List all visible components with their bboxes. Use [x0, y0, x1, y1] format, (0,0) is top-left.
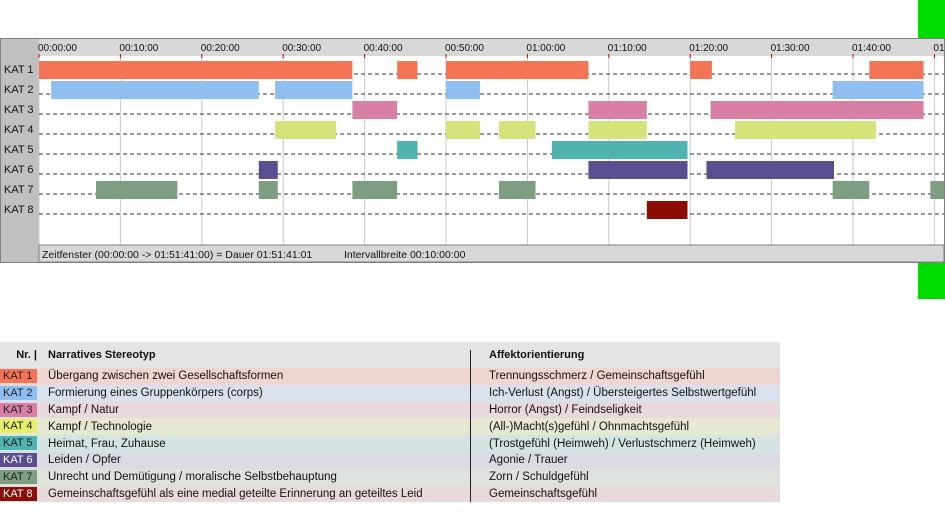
- legend-row: KAT 1 Übergang zwischen zwei Gesellschaft…: [0, 368, 780, 385]
- legend-swatch: KAT 8: [0, 486, 37, 501]
- track-label: KAT 7: [4, 184, 34, 196]
- track-segment[interactable]: [258, 181, 278, 199]
- track-segment[interactable]: [95, 181, 178, 199]
- legend-stereotyp: Kampf / Technologie: [48, 420, 152, 433]
- tick-label: 00:50:00: [445, 43, 484, 54]
- track-segment[interactable]: [588, 121, 647, 139]
- legend-stereotyp: Übergang zwischen zwei Gesellschaftsform…: [48, 370, 284, 383]
- legend-stereotyp: Leiden / Opfer: [48, 454, 121, 467]
- track-segment[interactable]: [706, 161, 835, 179]
- legend-swatch: KAT 6: [0, 452, 37, 467]
- legend-affekt: (All-)Macht(s)gefühl / Ohnmachtsgefühl: [489, 420, 690, 433]
- tick-label: 01:40:00: [852, 43, 891, 54]
- legend-row: KAT 6 Leiden / Opfer Agonie / Trauer: [0, 451, 780, 469]
- legend-rows: KAT 1 Übergang zwischen zwei Gesellschaft…: [0, 368, 780, 503]
- track-segment[interactable]: [588, 101, 647, 119]
- legend-stereotyp: Heimat, Frau, Zuhause: [48, 437, 166, 450]
- legend-swatch: KAT 7: [0, 469, 37, 484]
- legend-row: KAT 3 Kampf / Natur Horror (Angst) / Feind…: [0, 401, 780, 419]
- tick-label: 00:10:00: [119, 43, 158, 54]
- legend-stereotyp: Gemeinschaftsgefühl als eine medial gete…: [48, 487, 423, 500]
- column-divider: [470, 350, 471, 502]
- timeline-panel[interactable]: 00:00:00 00:10:00 00:20:00 00:30:00 00:40:00…: [0, 38, 945, 263]
- track-segment[interactable]: [352, 101, 398, 119]
- legend-swatch: KAT 1: [0, 369, 37, 383]
- track-segment[interactable]: [446, 81, 480, 99]
- legend-header-nr: Nr. |: [16, 349, 37, 361]
- legend-row: KAT 4 Kampf / Technologie (All-)Macht(s)ge…: [0, 418, 780, 436]
- track-segment[interactable]: [352, 181, 398, 199]
- legend-swatch: KAT 4: [0, 419, 37, 434]
- track-segment[interactable]: [734, 121, 877, 139]
- track-label: KAT 2: [4, 84, 34, 96]
- track-label: KAT 3: [4, 104, 34, 116]
- legend-affekt: (Trostgefühl (Heimweh) / Verlustschmerz …: [489, 437, 756, 450]
- legend-row: KAT 7 Unrecht und Demütigung / moralische…: [0, 468, 780, 486]
- legend-header-affekt: Affektorientierung: [489, 349, 585, 361]
- timeline-chart[interactable]: 00:00:00 00:10:00 00:20:00 00:30:00 00:40:00…: [1, 39, 945, 263]
- tick-label: 00:20:00: [201, 43, 240, 54]
- track-segment[interactable]: [690, 61, 712, 79]
- track-segment[interactable]: [710, 101, 924, 119]
- legend-row: KAT 8 Gemeinschaftsgefühl als eine medial…: [0, 485, 780, 503]
- track-label: KAT 6: [4, 164, 34, 176]
- track-segment[interactable]: [275, 81, 353, 99]
- track-label: KAT 5: [4, 144, 34, 156]
- track-label: KAT 8: [4, 204, 34, 216]
- tick-label: 01:30:00: [771, 43, 810, 54]
- track-label: KAT 4: [4, 124, 34, 136]
- track-label: KAT 1: [4, 64, 34, 76]
- legend-affekt: Ich-Verlust (Angst) / Übersteigertes Sel…: [489, 387, 757, 400]
- track-segment[interactable]: [397, 61, 418, 79]
- track-segment[interactable]: [498, 121, 536, 139]
- tick-label: 00:40:00: [364, 43, 403, 54]
- tick-label: 00:30:00: [282, 43, 321, 54]
- legend-affekt: Zorn / Schuldgefühl: [489, 471, 589, 484]
- track-segment[interactable]: [498, 181, 536, 199]
- legend-row: KAT 2 Formierung eines Gruppenkörpers (co…: [0, 384, 780, 402]
- tick-label: 01:00:00: [526, 43, 565, 54]
- legend-affekt: Gemeinschaftsgefühl: [489, 487, 598, 500]
- tick-label: 01:5: [933, 43, 945, 54]
- legend-swatch: KAT 2: [0, 385, 37, 400]
- tick-label: 01:10:00: [608, 43, 647, 54]
- track-segment[interactable]: [646, 201, 688, 219]
- track-segment[interactable]: [588, 161, 688, 179]
- status-bar: [38, 244, 944, 262]
- tick-label: 01:20:00: [689, 43, 728, 54]
- legend-affekt: Horror (Angst) / Feindseligkeit: [489, 403, 642, 416]
- timeline-header: [39, 39, 944, 56]
- interval-text: Intervallbreite 00:10:00:00: [344, 249, 466, 261]
- track-segment[interactable]: [930, 181, 945, 199]
- track-segment[interactable]: [832, 181, 870, 199]
- track-segment[interactable]: [446, 61, 589, 79]
- track-segment[interactable]: [397, 141, 418, 159]
- legend-table: Nr. | Narratives Stereotyp Affektorienti…: [0, 342, 780, 503]
- legend-stereotyp: Unrecht und Demütigung / moralische Selb…: [48, 471, 337, 484]
- track-segment[interactable]: [446, 121, 480, 139]
- legend-affekt: Trennungsschmerz / Gemeinschaftsgefühl: [489, 370, 705, 383]
- track-segment[interactable]: [832, 81, 924, 99]
- legend-header: Nr. | Narratives Stereotyp Affektorienti…: [0, 342, 780, 368]
- tick-label: 00:00:00: [38, 43, 77, 54]
- legend-swatch: KAT 5: [0, 436, 37, 451]
- track-segment[interactable]: [275, 121, 337, 139]
- track-segment[interactable]: [39, 61, 353, 79]
- legend-header-stereotyp: Narratives Stereotyp: [48, 349, 156, 361]
- status-text: Zeitfenster (00:00:00 -> 01:51:41:00) = …: [42, 249, 312, 261]
- track-segment[interactable]: [551, 141, 688, 159]
- legend-affekt: Agonie / Trauer: [489, 454, 568, 467]
- track-segment[interactable]: [258, 161, 278, 179]
- legend-row: KAT 5 Heimat, Frau, Zuhause (Trostgefühl (…: [0, 435, 780, 452]
- track-segment[interactable]: [51, 81, 259, 99]
- track-segment[interactable]: [869, 61, 924, 79]
- legend-stereotyp: Formierung eines Gruppenkörpers (corps): [48, 387, 263, 400]
- legend-swatch: KAT 3: [0, 402, 37, 417]
- legend-stereotyp: Kampf / Natur: [48, 403, 119, 416]
